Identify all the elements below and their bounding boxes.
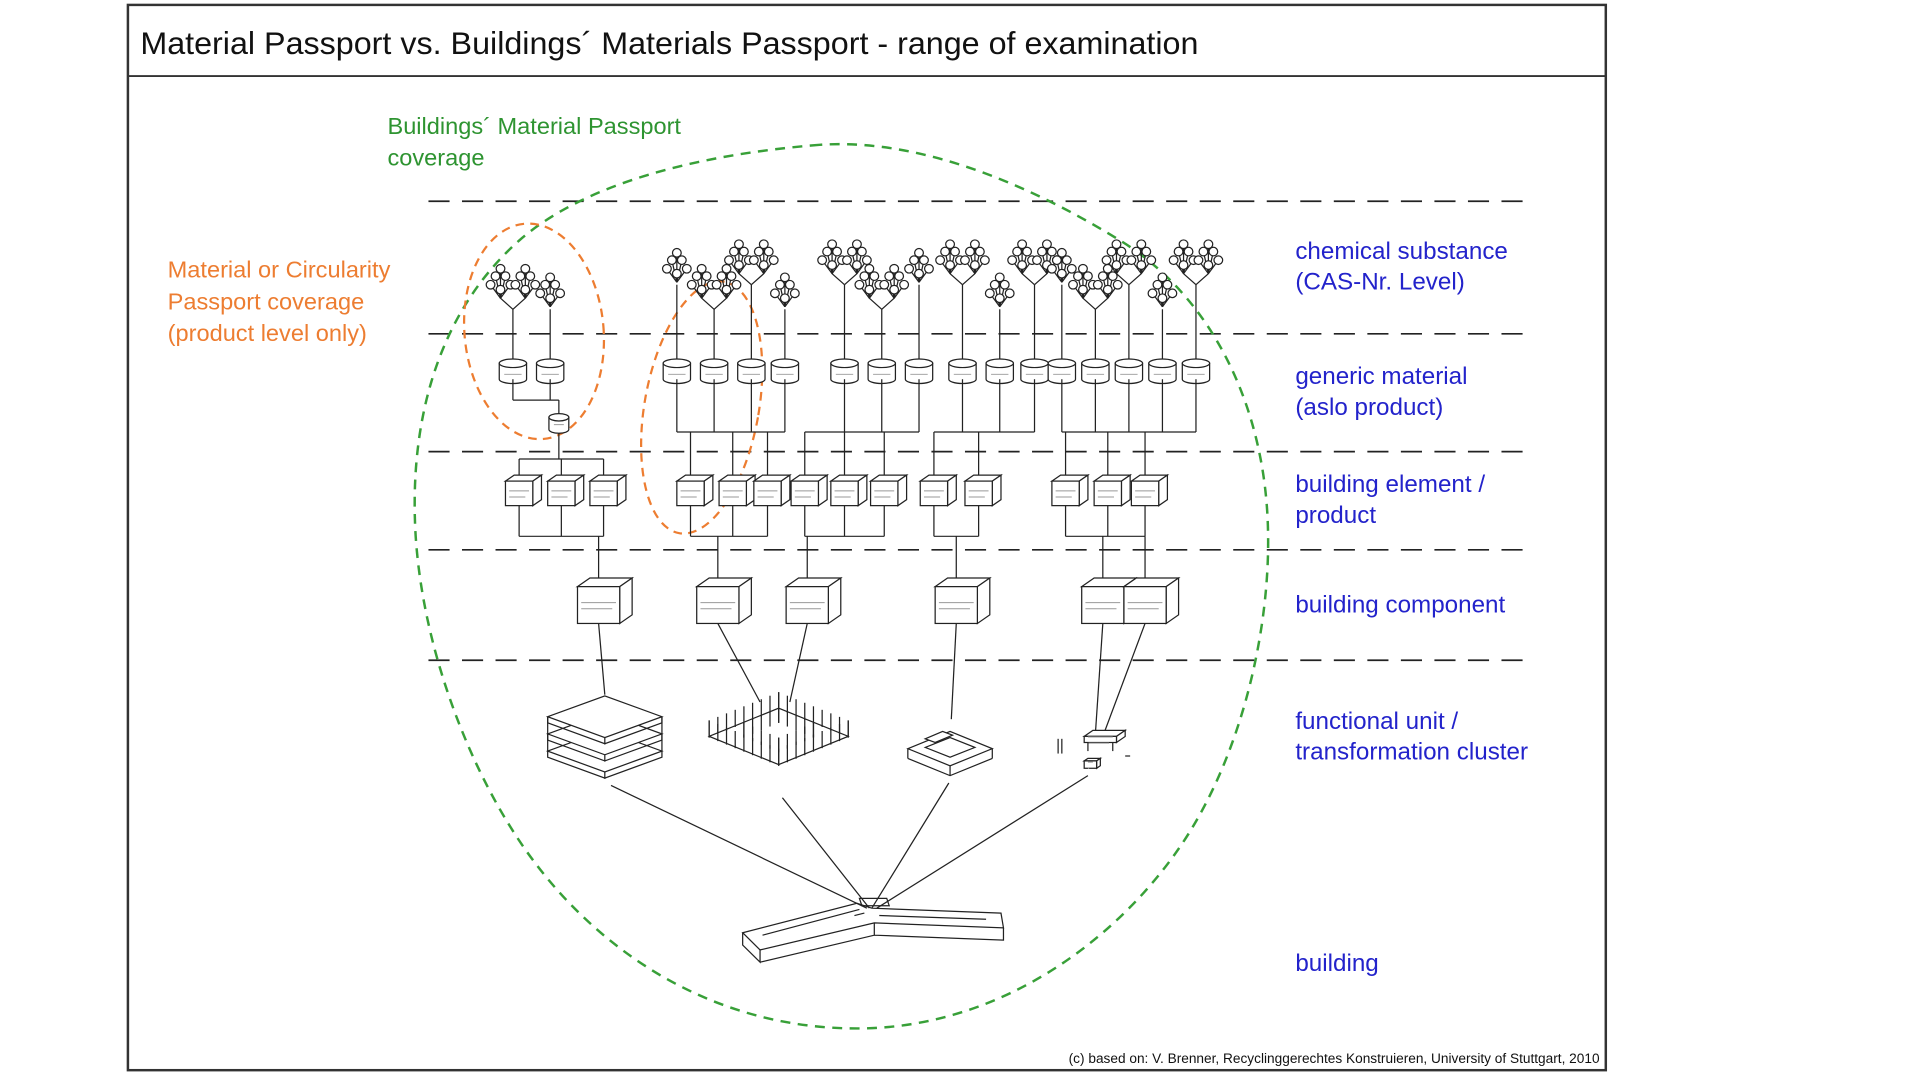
level-label-building: building — [1295, 950, 1378, 977]
level-label-building-element: building element / — [1295, 471, 1485, 498]
orange-coverage-label-line2: Passport coverage — [168, 288, 365, 314]
level-sublabel-functional-unit: transformation cluster — [1295, 739, 1528, 766]
diagram-graphics — [413, 142, 1531, 1030]
level-sublabel-generic-material: (aslo product) — [1295, 394, 1443, 421]
level-label-generic-material: generic material — [1295, 363, 1467, 390]
credit-text: (c) based on: V. Brenner, Recyclinggerec… — [1069, 1051, 1600, 1066]
slide-title: Material Passport vs. Buildings´ Materia… — [140, 25, 1198, 61]
orange-coverage-label-line1: Material or Circularity — [168, 256, 391, 282]
level-label-chemical-substance: chemical substance — [1295, 238, 1508, 265]
orange-coverage-label-line3: (product level only) — [168, 320, 367, 346]
level-label-functional-unit: functional unit / — [1295, 708, 1458, 735]
level-sublabel-chemical-substance: (CAS-Nr. Level) — [1295, 269, 1464, 296]
green-coverage-label-line2: coverage — [387, 145, 484, 171]
level-label-building-component: building component — [1295, 592, 1505, 619]
slide-frame — [126, 3, 1608, 1072]
green-coverage-label-line1: Buildings´ Material Passport — [387, 113, 681, 139]
level-sublabel-building-element: product — [1295, 502, 1376, 529]
